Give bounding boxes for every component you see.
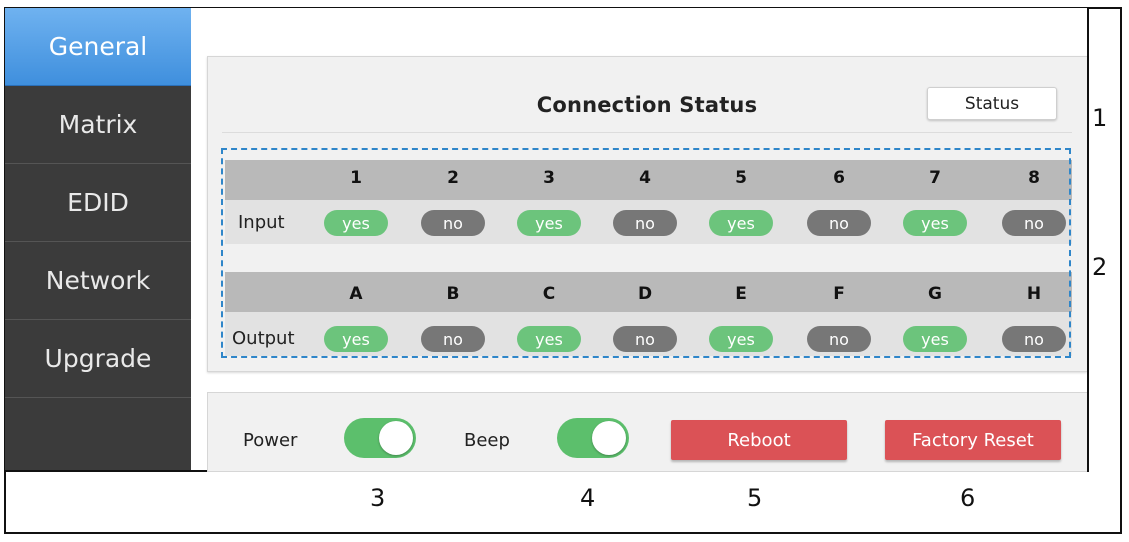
reboot-button[interactable]: Reboot <box>671 420 847 460</box>
input-port-header: 6 <box>833 168 845 188</box>
beep-toggle[interactable] <box>557 418 629 458</box>
callout-3: 3 <box>370 484 386 512</box>
input-status-pill: yes <box>517 210 581 236</box>
sidebar: General Matrix EDID Network Upgrade <box>5 8 191 470</box>
input-port-header: 4 <box>639 168 651 188</box>
input-status-pill: yes <box>903 210 967 236</box>
output-status-pill: no <box>807 326 871 352</box>
factory-reset-button[interactable]: Factory Reset <box>885 420 1061 460</box>
input-status-pill: no <box>613 210 677 236</box>
output-header-row <box>225 272 1072 312</box>
callout-1: 1 <box>1092 104 1108 132</box>
output-status-pill: yes <box>903 326 967 352</box>
input-status-pill: no <box>421 210 485 236</box>
title-divider <box>222 132 1072 133</box>
input-port-header: 2 <box>447 168 459 188</box>
sidebar-item-general[interactable]: General <box>5 8 191 86</box>
sidebar-item-network[interactable]: Network <box>5 242 191 320</box>
output-port-header: H <box>1026 284 1042 304</box>
output-port-header: A <box>349 284 363 304</box>
connection-status-title: Connection Status <box>536 93 758 117</box>
input-port-header: 5 <box>735 168 747 188</box>
output-status-pill: no <box>421 326 485 352</box>
input-status-pill: no <box>1002 210 1066 236</box>
sidebar-item-edid[interactable]: EDID <box>5 164 191 242</box>
input-row-label: Input <box>238 212 285 233</box>
input-port-header: 7 <box>929 168 941 188</box>
output-port-header: E <box>735 284 747 304</box>
input-status-pill: no <box>807 210 871 236</box>
output-row-label: Output <box>232 328 295 349</box>
output-port-header: D <box>637 284 653 304</box>
input-port-header: 1 <box>350 168 362 188</box>
power-label: Power <box>243 430 298 451</box>
callout-4: 4 <box>580 484 596 512</box>
output-port-header: B <box>446 284 460 304</box>
input-header-row <box>225 160 1072 200</box>
sidebar-item-matrix[interactable]: Matrix <box>5 86 191 164</box>
output-status-pill: no <box>1002 326 1066 352</box>
beep-label: Beep <box>464 430 510 451</box>
output-port-header: G <box>928 284 942 304</box>
output-port-header: F <box>833 284 845 304</box>
callout-2: 2 <box>1092 253 1108 281</box>
input-port-header: 8 <box>1028 168 1040 188</box>
sidebar-item-upgrade[interactable]: Upgrade <box>5 320 191 398</box>
callout-5: 5 <box>747 484 763 512</box>
output-port-header: C <box>542 284 556 304</box>
input-port-header: 3 <box>543 168 555 188</box>
input-status-pill: yes <box>709 210 773 236</box>
output-status-pill: yes <box>324 326 388 352</box>
power-toggle-knob <box>379 421 413 455</box>
output-status-pill: no <box>613 326 677 352</box>
status-button[interactable]: Status <box>927 87 1057 120</box>
input-status-pill: yes <box>324 210 388 236</box>
power-toggle[interactable] <box>344 418 416 458</box>
callout-6: 6 <box>960 484 976 512</box>
output-status-pill: yes <box>517 326 581 352</box>
output-status-pill: yes <box>709 326 773 352</box>
beep-toggle-knob <box>592 421 626 455</box>
